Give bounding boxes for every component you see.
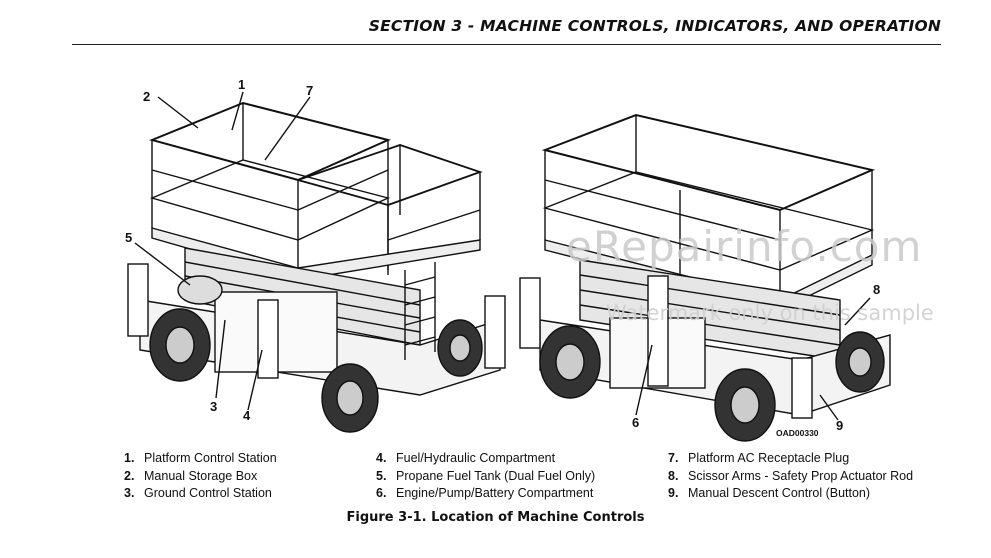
legend-item: 2. Manual Storage Box xyxy=(124,468,277,486)
legend-number: 5. xyxy=(376,468,387,483)
legend-number: 7. xyxy=(668,451,679,465)
legend-label: Fuel/Hydraulic Compartment xyxy=(396,451,556,465)
legend-label: Engine/Pump/Battery Compartment xyxy=(396,486,594,500)
legend-item: 1. Platform Control Station xyxy=(124,450,277,468)
legend-number: 3. xyxy=(124,486,135,500)
legend-label: Scissor Arms - Safety Prop Actuator Rod xyxy=(688,468,914,483)
legend-number: 8. xyxy=(668,468,679,483)
legend-item: 6. Engine/Pump/Battery Compartment xyxy=(376,485,595,503)
legend-item: 8. Scissor Arms - Safety Prop Actuator Ro… xyxy=(668,468,913,486)
figure-caption: Figure 3-1. Location of Machine Controls xyxy=(346,510,645,525)
legend-number: 2. xyxy=(124,468,135,483)
legend-label: Ground Control Station xyxy=(144,486,272,500)
legend-column-1: 1. Platform Control Station 2. Manual Stor… xyxy=(124,450,277,503)
callout-2: 2 xyxy=(143,89,151,104)
callout-3: 3 xyxy=(210,399,218,414)
legend-label: Propane Fuel Tank (Dual Fuel Only) xyxy=(396,468,596,483)
legend-number: 6. xyxy=(376,486,387,500)
legend-item: 9. Manual Descent Control (Button) xyxy=(668,485,913,503)
legend-column-2: 4. Fuel/Hydraulic Compartment 5. Propane F… xyxy=(376,450,595,503)
callout-6: 6 xyxy=(632,415,640,430)
legend-label: Platform Control Station xyxy=(144,451,277,465)
legend-column-3: 7. Platform AC Receptacle Plug 8. Scissor … xyxy=(668,450,913,503)
callout-5: 5 xyxy=(125,230,133,245)
legend-item: 5. Propane Fuel Tank (Dual Fuel Only) xyxy=(376,468,595,486)
watermark-text: eRepairinfo.com xyxy=(566,222,923,271)
left-machine xyxy=(127,91,506,433)
callout-4: 4 xyxy=(243,408,251,423)
legend-label: Manual Storage Box xyxy=(144,468,258,483)
right-machine xyxy=(519,113,891,442)
header-rule xyxy=(72,44,941,45)
legend-number: 4. xyxy=(376,451,387,465)
legend-label: Platform AC Receptacle Plug xyxy=(688,451,850,465)
legend-item: 3. Ground Control Station xyxy=(124,485,277,503)
legend-number: 9. xyxy=(668,486,679,500)
section-header: SECTION 3 - MACHINE CONTROLS, INDICATORS… xyxy=(368,17,941,35)
callout-8: 8 xyxy=(873,282,881,297)
legend-label: Manual Descent Control (Button) xyxy=(688,486,871,500)
callout-7: 7 xyxy=(306,83,314,98)
legend-item: 4. Fuel/Hydraulic Compartment xyxy=(376,450,595,468)
callout-9: 9 xyxy=(836,418,844,433)
legend-item: 7. Platform AC Receptacle Plug xyxy=(668,450,913,468)
watermark-subtext: Watermark only on this sample xyxy=(606,301,934,325)
legend-number: 1. xyxy=(124,451,135,465)
figure-code: OAD00330 xyxy=(776,428,819,438)
callout-1: 1 xyxy=(238,77,246,92)
